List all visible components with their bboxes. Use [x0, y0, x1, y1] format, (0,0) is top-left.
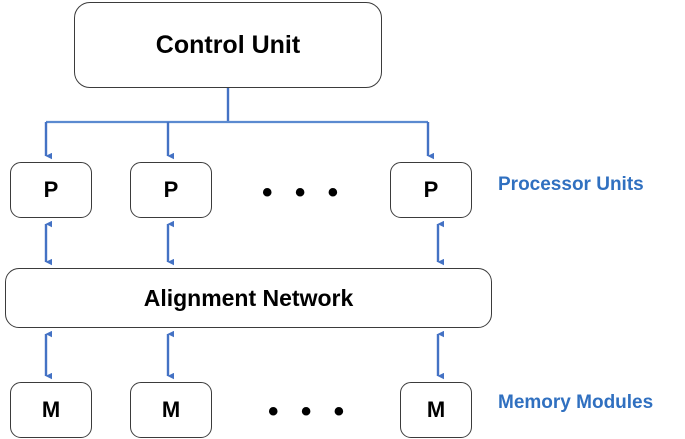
control-unit-bus — [44, 88, 434, 160]
memory-modules-label: Memory Modules — [498, 392, 654, 413]
memory-row-ellipsis: • • • — [268, 395, 352, 428]
processor-row-ellipsis: • • • — [262, 176, 346, 209]
processor-unit-box-1: P — [10, 162, 92, 218]
memory-module-box-1: M — [10, 382, 92, 438]
processor-units-label: Processor Units — [498, 174, 644, 195]
alignment-network-box: Alignment Network — [5, 268, 492, 328]
processor-network-links — [44, 220, 444, 266]
memory-module-box-3: M — [400, 382, 472, 438]
processor-unit-box-2: P — [130, 162, 212, 218]
memory-module-box-2: M — [130, 382, 212, 438]
control-unit-box: Control Unit — [74, 2, 382, 88]
network-memory-links — [44, 330, 444, 380]
processor-unit-box-3: P — [390, 162, 472, 218]
